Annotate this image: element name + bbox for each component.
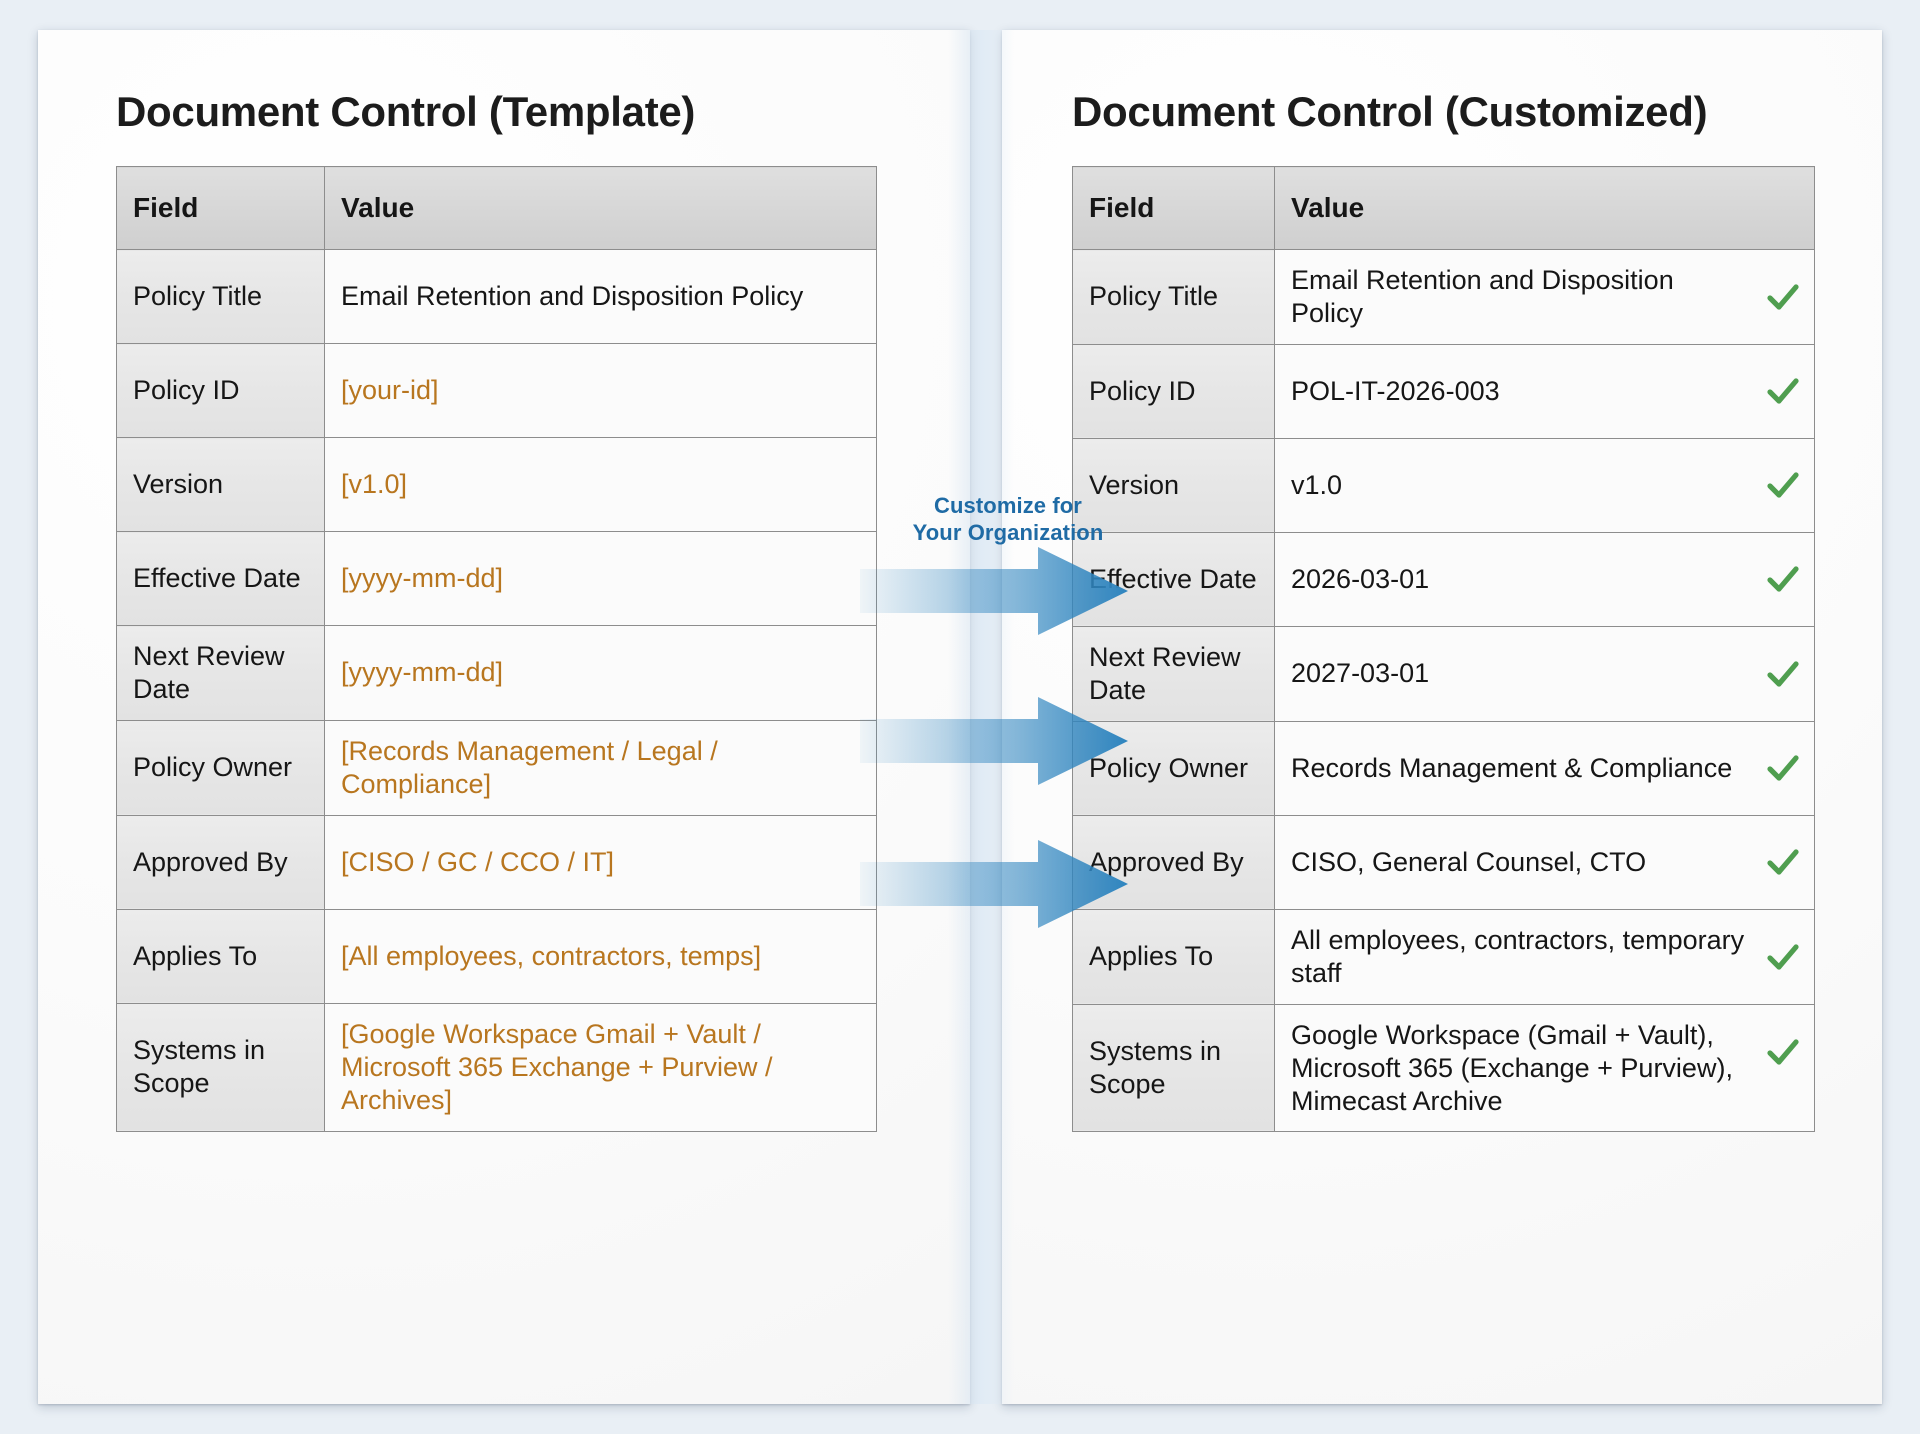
customized-table: Field Value Policy Title Email Retention…	[1072, 166, 1815, 1133]
field-value: Records Management & Compliance	[1274, 720, 1815, 816]
table-row: Systems in Scope [Google Workspace Gmail…	[116, 1002, 877, 1132]
table-header-row: Field Value	[1072, 166, 1815, 250]
field-value: v1.0	[1274, 437, 1815, 533]
right-panel-title: Document Control (Customized)	[1072, 88, 1708, 135]
field-value-placeholder: [CISO / GC / CCO / IT]	[324, 814, 877, 910]
field-value-placeholder: [v1.0]	[324, 437, 877, 532]
check-icon	[1766, 468, 1800, 502]
table-row: Approved By [CISO / GC / CCO / IT]	[116, 814, 877, 910]
field-value-placeholder: [Google Workspace Gmail + Vault / Micros…	[324, 1002, 877, 1132]
table-row: Next Review Date 2027-03-01	[1072, 625, 1815, 722]
field-value-placeholder: [All employees, contractors, temps]	[324, 908, 877, 1004]
table-row: Effective Date [yyyy-mm-dd]	[116, 531, 877, 626]
column-header-field: Field	[1072, 166, 1275, 250]
value-text: CISO, General Counsel, CTO	[1291, 846, 1647, 877]
table-row: Systems in Scope Google Workspace (Gmail…	[1072, 1003, 1815, 1133]
field-label: Applies To	[1072, 908, 1275, 1005]
column-header-value: Value	[324, 166, 877, 250]
table-row: Applies To All employees, contractors, t…	[1072, 908, 1815, 1005]
check-icon	[1766, 751, 1800, 785]
table-row: Policy Owner Records Management & Compli…	[1072, 720, 1815, 816]
table-row: Effective Date 2026-03-01	[1072, 531, 1815, 627]
check-icon	[1766, 845, 1800, 879]
field-label: Approved By	[1072, 814, 1275, 910]
check-icon	[1766, 562, 1800, 596]
table-row: Approved By CISO, General Counsel, CTO	[1072, 814, 1815, 910]
value-text: v1.0	[1291, 469, 1343, 500]
field-label: Policy Owner	[116, 719, 325, 816]
field-value: POL-IT-2026-003	[1274, 343, 1815, 439]
table-row: Policy ID [your-id]	[116, 343, 877, 438]
field-value: 2027-03-01	[1274, 625, 1815, 722]
field-label: Effective Date	[1072, 531, 1275, 627]
check-icon	[1766, 657, 1800, 691]
field-value: 2026-03-01	[1274, 531, 1815, 627]
field-label: Policy Title	[1072, 249, 1275, 345]
table-row: Policy Owner [Records Management / Legal…	[116, 719, 877, 816]
field-label: Policy Owner	[1072, 720, 1275, 816]
field-label: Systems in Scope	[1072, 1003, 1275, 1133]
check-icon	[1766, 374, 1800, 408]
field-label: Next Review Date	[116, 625, 325, 721]
table-row: Next Review Date [yyyy-mm-dd]	[116, 625, 877, 721]
check-icon	[1766, 1035, 1800, 1069]
column-header-field: Field	[116, 166, 325, 250]
field-value-placeholder: [Records Management / Legal / Compliance…	[324, 719, 877, 816]
value-text: POL-IT-2026-003	[1291, 375, 1500, 406]
field-label: Applies To	[116, 908, 325, 1004]
field-value: Email Retention and Disposition Policy	[1274, 249, 1815, 345]
field-label: Policy Title	[116, 249, 325, 344]
value-text: 2027-03-01	[1291, 658, 1430, 689]
column-header-value: Value	[1274, 166, 1815, 250]
template-table: Field Value Policy Title Email Retention…	[116, 166, 877, 1132]
field-label: Systems in Scope	[116, 1002, 325, 1132]
value-text: All employees, contractors, temporary st…	[1291, 924, 1745, 988]
left-panel-title: Document Control (Template)	[116, 88, 696, 135]
table-row: Policy ID POL-IT-2026-003	[1072, 343, 1815, 439]
field-label: Policy ID	[1072, 343, 1275, 439]
field-label: Version	[116, 437, 325, 532]
field-label: Effective Date	[116, 531, 325, 626]
field-label: Approved By	[116, 814, 325, 910]
field-value-placeholder: [yyyy-mm-dd]	[324, 625, 877, 721]
table-row: Policy Title Email Retention and Disposi…	[116, 249, 877, 344]
value-text: Records Management & Compliance	[1291, 752, 1733, 783]
value-text: Google Workspace (Gmail + Vault), Micros…	[1291, 1019, 1733, 1116]
field-value: Google Workspace (Gmail + Vault), Micros…	[1274, 1003, 1815, 1133]
field-label: Policy ID	[116, 343, 325, 438]
value-text: Email Retention and Disposition Policy	[1291, 265, 1674, 328]
table-row: Version v1.0	[1072, 437, 1815, 533]
table-row: Policy Title Email Retention and Disposi…	[1072, 249, 1815, 345]
field-value-placeholder: [yyyy-mm-dd]	[324, 531, 877, 626]
field-value: Email Retention and Disposition Policy	[324, 249, 877, 344]
field-value-placeholder: [your-id]	[324, 343, 877, 438]
template-panel: Document Control (Template) Field Value …	[38, 30, 970, 1404]
value-text: 2026-03-01	[1291, 563, 1430, 594]
table-row: Applies To [All employees, contractors, …	[116, 908, 877, 1004]
customized-panel: Document Control (Customized) Field Valu…	[1002, 30, 1882, 1404]
table-header-row: Field Value	[116, 166, 877, 250]
field-value: All employees, contractors, temporary st…	[1274, 908, 1815, 1005]
field-label: Next Review Date	[1072, 625, 1275, 722]
check-icon	[1766, 940, 1800, 974]
table-row: Version [v1.0]	[116, 437, 877, 532]
field-value: CISO, General Counsel, CTO	[1274, 814, 1815, 910]
check-icon	[1766, 280, 1800, 314]
field-label: Version	[1072, 437, 1275, 533]
